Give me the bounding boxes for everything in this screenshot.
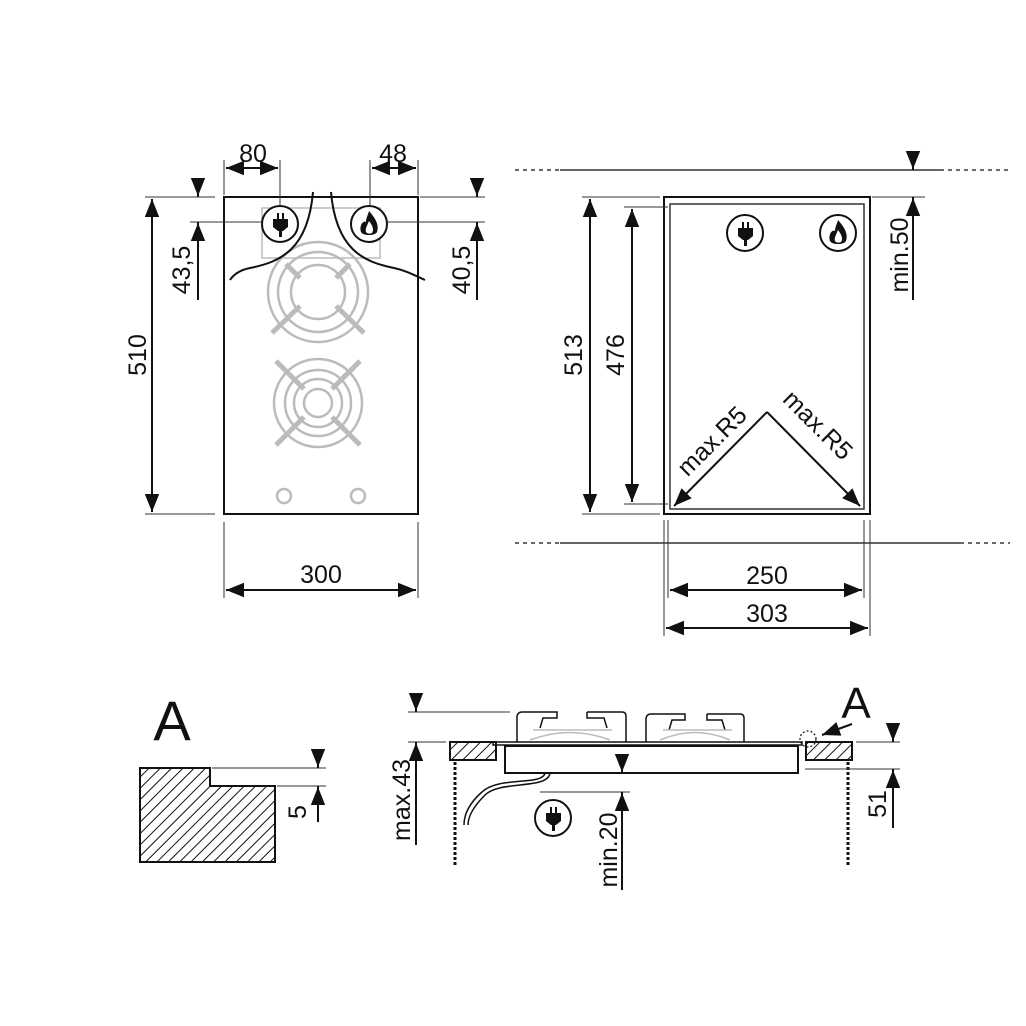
electric-plug-icon: [534, 799, 572, 837]
gas-flame-icon: [819, 214, 857, 252]
break-line-left: [229, 191, 314, 281]
outer-height-label: 513: [560, 334, 588, 376]
knob-left: [275, 487, 293, 505]
countertop-section: [139, 767, 276, 863]
side-view: max.43 min.20 51 A: [388, 679, 901, 890]
detail-a: A 5: [139, 689, 326, 863]
pan-support-right: [645, 713, 745, 742]
hob-body: [504, 745, 799, 774]
inner-height-label: 476: [602, 334, 630, 376]
gas-offset-label: 48: [379, 140, 407, 168]
under-clearance-label: min.20: [595, 812, 623, 887]
countertop-left: [449, 741, 497, 761]
electric-plug-icon: [726, 214, 764, 252]
inner-width-label: 250: [746, 562, 788, 590]
gas-depth-label: 40,5: [448, 246, 476, 295]
cutout-outer: [663, 196, 871, 515]
height-label: 510: [124, 334, 152, 376]
cabinet-walls: [453, 762, 850, 865]
detail-a-marker: [799, 730, 817, 748]
countertop-right: [805, 741, 853, 761]
electric-plug-icon: [261, 205, 299, 243]
height-label: max.43: [388, 759, 416, 841]
clearance-label: min.50: [886, 217, 914, 292]
front-view: 80 48 510 43,5 40,5 300: [124, 140, 485, 598]
cutout-view: max.R5 max.R5 513 476 min.50 250 303: [515, 151, 1010, 636]
burner-small: [272, 357, 364, 449]
hob-top-plate: [492, 741, 803, 746]
gas-flame-icon: [350, 205, 388, 243]
pan-support-left: [516, 711, 627, 742]
burner-large: [266, 240, 370, 344]
plug-offset-label: 80: [239, 140, 267, 168]
hob-outline: [223, 196, 419, 515]
plug-depth-label: 43,5: [168, 246, 196, 295]
detail-a-title: A: [153, 689, 191, 752]
width-label: 300: [300, 561, 342, 589]
outer-width-label: 303: [746, 600, 788, 628]
knob-right: [349, 487, 367, 505]
step-label: 5: [284, 805, 312, 819]
break-line-right: [330, 191, 426, 281]
detail-ref-label: A: [841, 679, 871, 728]
power-cable: [463, 772, 551, 826]
radius-right-label: max.R5: [777, 385, 858, 466]
depth-label: 51: [864, 790, 892, 818]
radius-left-label: max.R5: [672, 401, 753, 482]
cutout-inner: [669, 203, 865, 510]
